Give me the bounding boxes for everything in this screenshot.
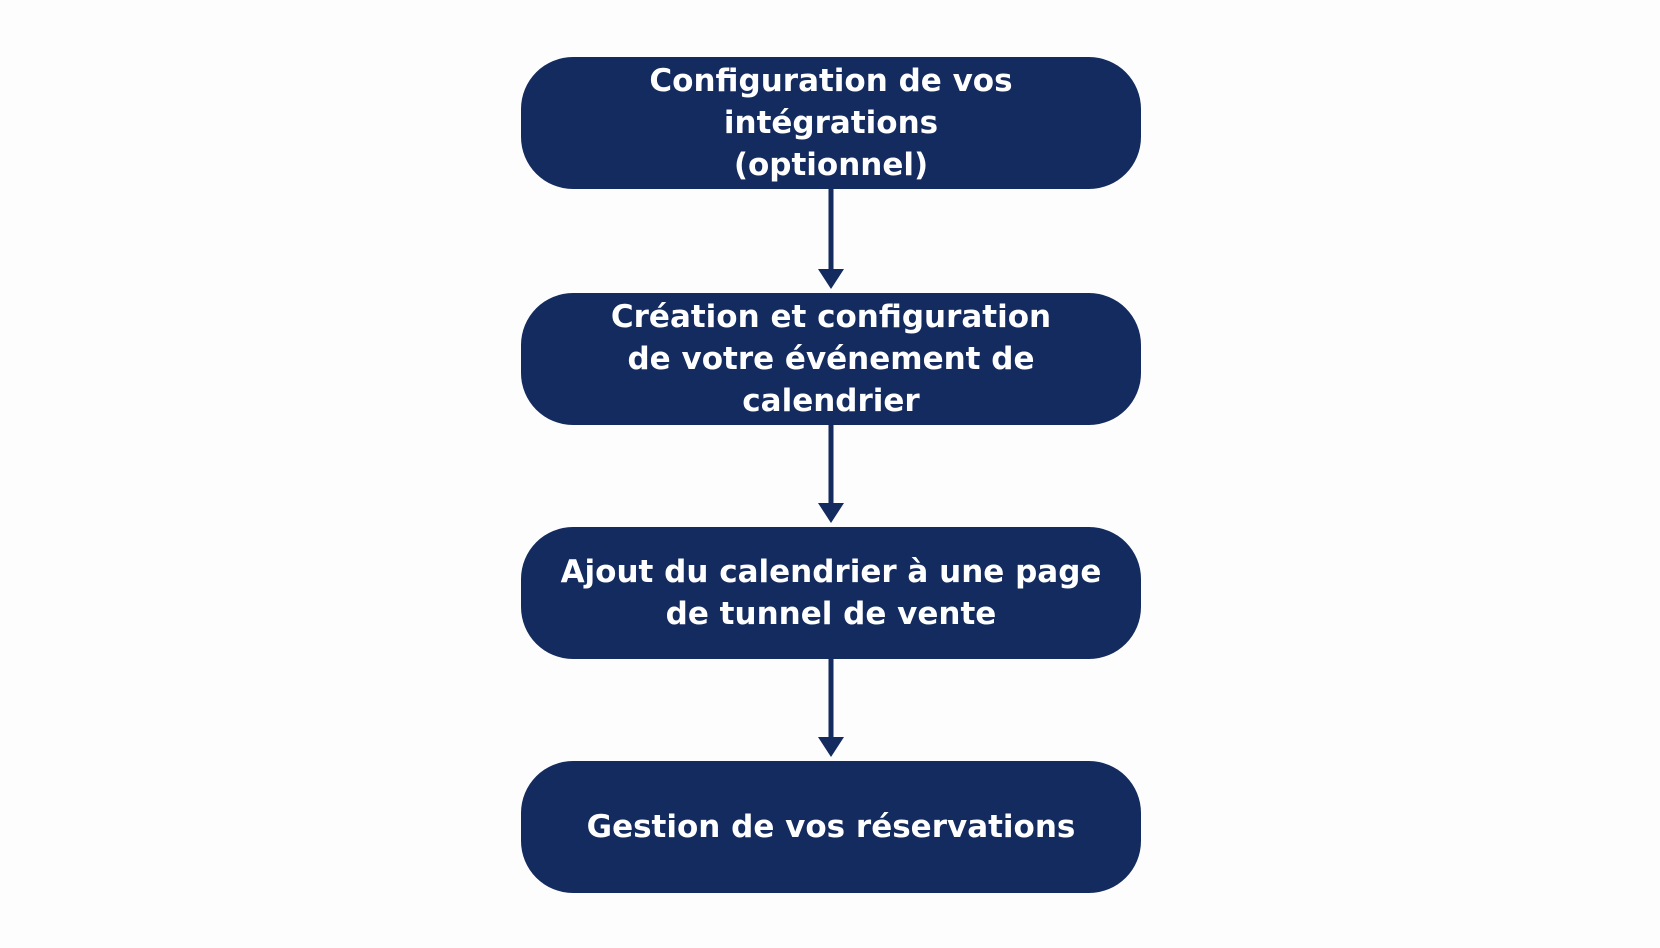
step-label: Création et configuration de votre événe…	[610, 299, 1052, 419]
step-label: Configuration de vos intégrations (optio…	[649, 63, 1013, 183]
step-box-manage-bookings: Gestion de vos réservations	[521, 761, 1141, 893]
step-label: Ajout du calendrier à une page de tunnel…	[560, 554, 1102, 632]
arrow-step2-to-step3	[818, 425, 844, 523]
arrow-step3-to-step4	[818, 659, 844, 757]
step-box-integrations-config: Configuration de vos intégrations (optio…	[521, 57, 1141, 189]
arrow-step1-to-step2	[818, 189, 844, 289]
step-label: Gestion de vos réservations	[586, 809, 1076, 845]
step-box-calendar-event-creation: Création et configuration de votre événe…	[521, 293, 1141, 425]
step-box-add-calendar-to-funnel: Ajout du calendrier à une page de tunnel…	[521, 527, 1141, 659]
